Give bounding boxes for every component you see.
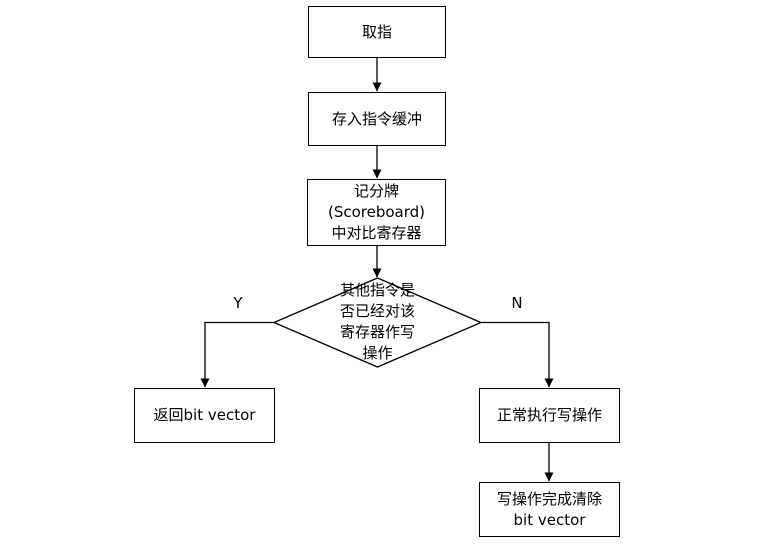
decision-label: 其他指令是 否已经对该 寄存器作写 操作: [339, 281, 415, 362]
node-scoreboard-compare-registers-label: 记分牌 (Scoreboard) 中对比寄存器: [327, 182, 426, 242]
node-normal-write-operation-label: 正常执行写操作: [496, 406, 602, 424]
node-scoreboard-compare-registers: 记分牌 (Scoreboard) 中对比寄存器: [307, 179, 446, 246]
arrow-decision-yes-to-return: [200, 321, 274, 388]
node-clear-bit-vector: 写操作完成清除 bit vector: [479, 482, 620, 537]
node-fetch: 取指: [308, 6, 446, 58]
node-normal-write-operation: 正常执行写操作: [479, 388, 620, 443]
node-return-bit-vector-label: 返回bit vector: [153, 406, 256, 424]
branch-label-no: N: [511, 294, 523, 312]
node-store-instruction-buffer: 存入指令缓冲: [308, 92, 446, 146]
node-clear-bit-vector-label: 写操作完成清除 bit vector: [496, 489, 602, 529]
decision-diamond-shape: [272, 277, 483, 368]
branch-label-yes: Y: [233, 294, 243, 312]
node-store-instruction-buffer-label: 存入指令缓冲: [331, 109, 422, 128]
node-return-bit-vector: 返回bit vector: [134, 388, 275, 443]
arrow-decision-no-to-write: [481, 321, 554, 388]
node-fetch-label: 取指: [361, 22, 392, 41]
